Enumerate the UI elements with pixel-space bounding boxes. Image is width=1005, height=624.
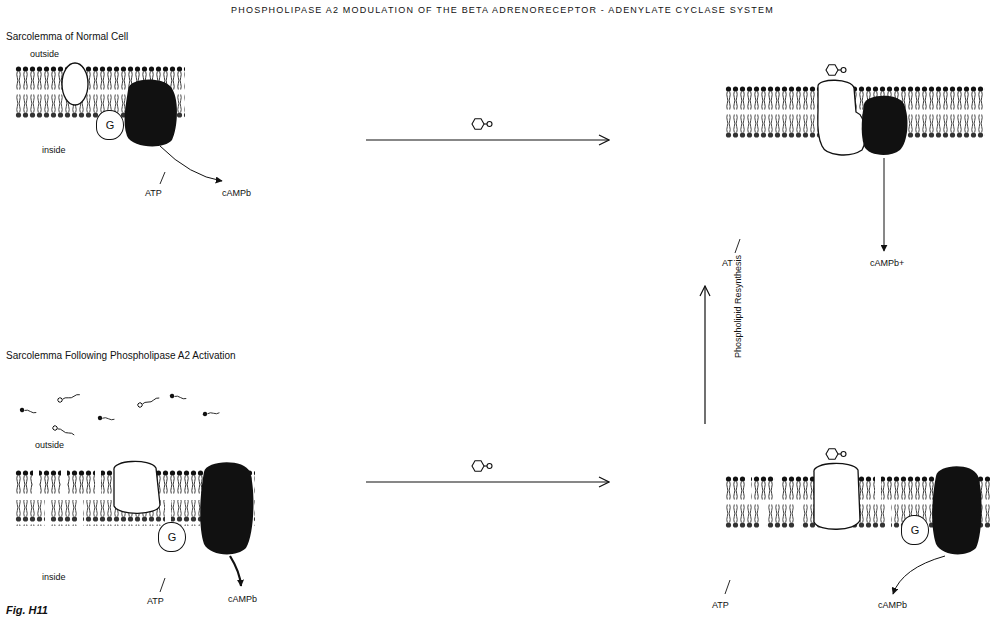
arrow-label: Phospholipid Resynthesis: [733, 253, 744, 360]
product-label: cAMPb+: [870, 258, 904, 269]
receptor-g-complex: [818, 80, 866, 155]
node-label: G: [168, 531, 177, 544]
node-label: G: [911, 524, 920, 537]
side-label: inside: [42, 572, 66, 583]
membrane-panel: outside insideATP cAMPb G: [8, 385, 360, 620]
bound-agonist: [826, 65, 846, 75]
g-protein: G: [96, 110, 124, 140]
node-label: G: [106, 119, 115, 132]
g-protein: G: [158, 522, 186, 552]
agonist-icon: [472, 461, 492, 471]
beta-receptor: [114, 461, 160, 513]
side-label: outside: [35, 440, 64, 451]
g-protein: G: [901, 515, 929, 545]
substrate-tick: [735, 239, 740, 253]
membrane-panel: ATP cAMPb G: [615, 430, 995, 620]
reaction-arrow: [884, 158, 885, 251]
membrane-panel: ATPcAMPb+: [615, 55, 995, 280]
reaction-arrow: [230, 556, 241, 586]
reaction-arrow: [160, 146, 222, 181]
adenylate-cyclase: [932, 466, 981, 554]
process-arrow: [366, 481, 609, 482]
substrate-tick: [725, 580, 730, 594]
product-label: cAMPb: [878, 600, 907, 611]
side-label: inside: [42, 145, 66, 156]
adenylate-cyclase: [862, 96, 908, 155]
product-label: cAMPb: [222, 188, 251, 199]
process-arrow: [366, 139, 609, 140]
product-label: cAMPb: [228, 594, 257, 605]
beta-receptor: [62, 63, 88, 105]
substrate-label: ATP: [712, 600, 729, 611]
substrate-label: ATP: [145, 188, 162, 199]
section-heading: Sarcolemma of Normal Cell: [6, 31, 128, 42]
reaction-arrow: [893, 556, 945, 594]
adenylate-cyclase: [125, 80, 177, 147]
adenylate-cyclase: [200, 462, 253, 554]
side-label: outside: [30, 49, 59, 60]
diagram-title: PHOSPHOLIPASE A2 MODULATION OF THE BETA …: [0, 5, 1005, 15]
membrane-panel: outside insideATP cAMPb G: [8, 45, 360, 220]
bound-agonist: [826, 449, 846, 459]
substrate-tick: [160, 172, 165, 184]
beta-receptor: [814, 463, 860, 529]
substrate-tick: [160, 578, 165, 592]
figure-number: Fig. H11: [6, 604, 48, 616]
section-heading: Sarcolemma Following Phospholipase A2 Ac…: [6, 350, 236, 361]
agonist-icon: [472, 119, 492, 129]
released-lipids: [19, 393, 219, 438]
substrate-label: ATP: [147, 596, 164, 607]
process-arrow: [704, 286, 705, 424]
